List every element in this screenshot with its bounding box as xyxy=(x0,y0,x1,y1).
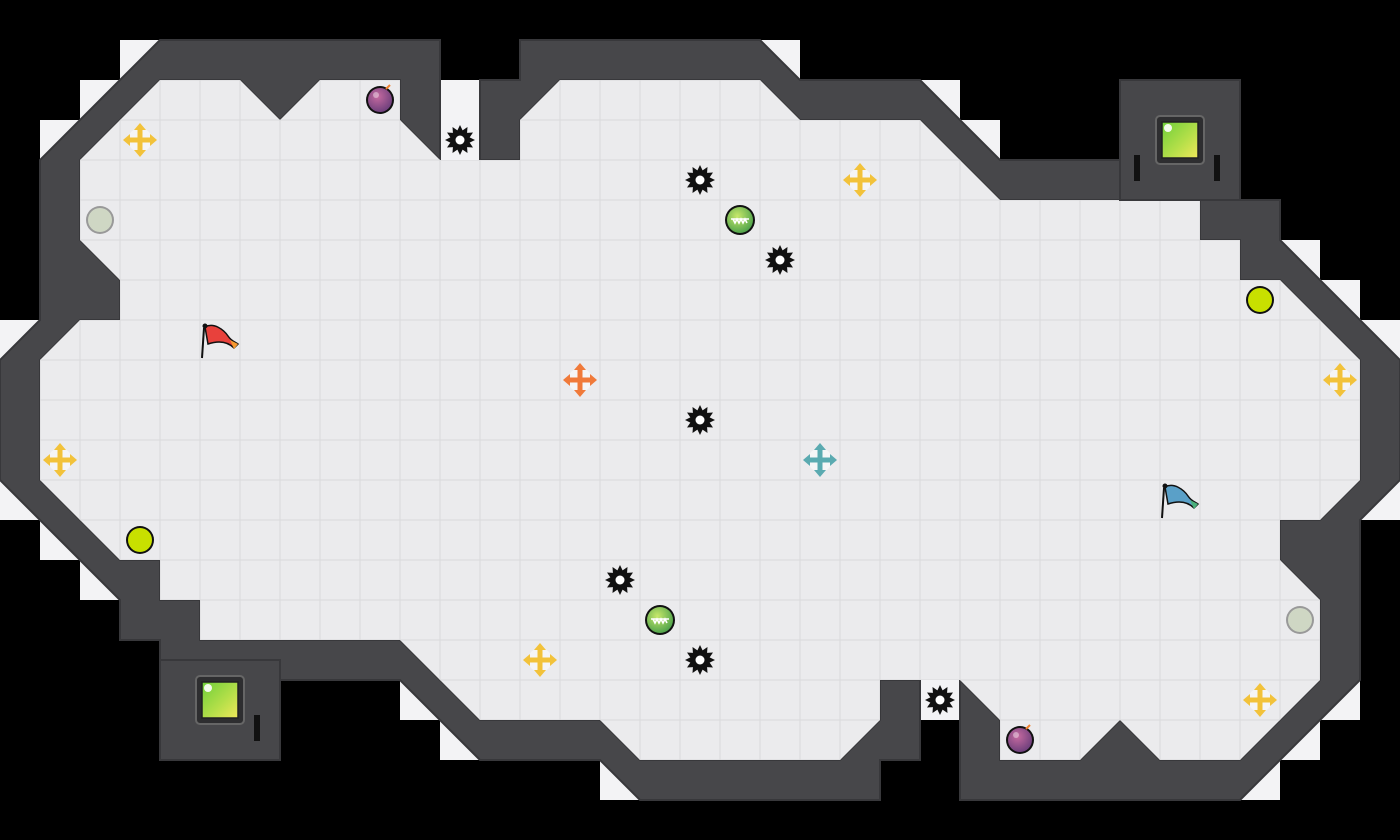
powerup-icon[interactable] xyxy=(43,443,77,477)
powerup-icon[interactable] xyxy=(523,643,557,677)
blue-flag-icon[interactable] xyxy=(1161,483,1200,519)
spike-icon[interactable] xyxy=(765,245,795,275)
spawn-portal-icon[interactable] xyxy=(1155,115,1205,165)
toggle-button-icon[interactable] xyxy=(86,206,114,234)
spike-icon[interactable] xyxy=(605,565,635,595)
spike-icon[interactable] xyxy=(445,125,475,155)
boost-pad-icon[interactable] xyxy=(126,526,154,554)
bomb-icon[interactable] xyxy=(366,84,394,114)
gate-icon[interactable] xyxy=(645,605,675,635)
bomb-icon[interactable] xyxy=(1006,724,1034,754)
spike-icon[interactable] xyxy=(685,405,715,435)
spike-icon[interactable] xyxy=(685,165,715,195)
red-flag-icon[interactable] xyxy=(201,323,240,359)
powerup-icon[interactable] xyxy=(563,363,597,397)
powerup-icon[interactable] xyxy=(1243,683,1277,717)
powerup-icon[interactable] xyxy=(803,443,837,477)
boost-pad-icon[interactable] xyxy=(1246,286,1274,314)
spike-icon[interactable] xyxy=(685,645,715,675)
powerup-icon[interactable] xyxy=(1323,363,1357,397)
gate-icon[interactable] xyxy=(725,205,755,235)
toggle-button-icon[interactable] xyxy=(1286,606,1314,634)
powerup-icon[interactable] xyxy=(123,123,157,157)
spike-icon[interactable] xyxy=(925,685,955,715)
powerup-icon[interactable] xyxy=(843,163,877,197)
spawn-portal-icon[interactable] xyxy=(195,675,245,725)
